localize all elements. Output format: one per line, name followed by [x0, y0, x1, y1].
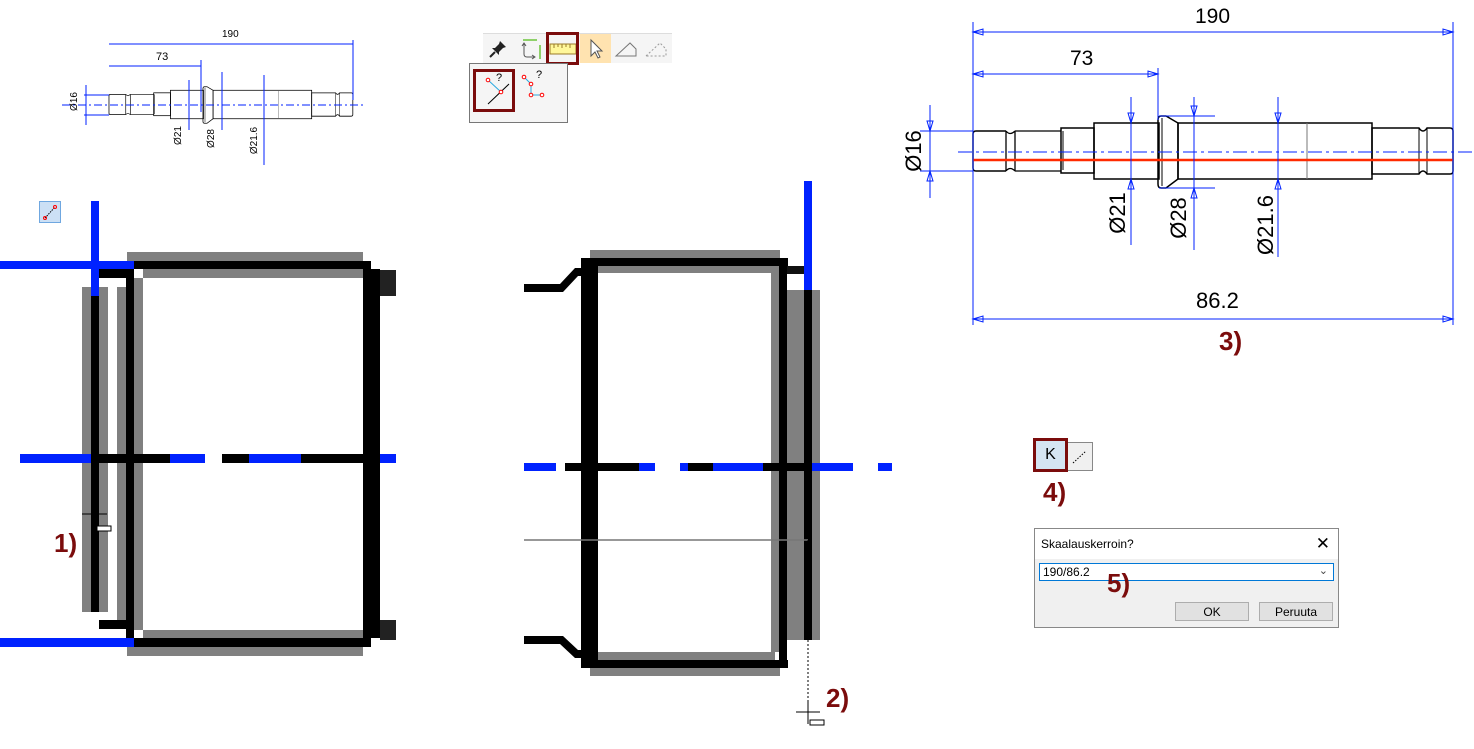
ruler-button[interactable] [546, 32, 579, 65]
scale-factor-dialog: Skaalauskerroin? ✕ 190/86.2 ⌄ OK Peruuta [1034, 528, 1339, 628]
zoomed-section-right [524, 181, 892, 726]
step-label-5: 5) [1107, 568, 1131, 598]
small-dim-d21: Ø21 [172, 126, 184, 145]
dialog-title: Skaalauskerroin? [1041, 537, 1134, 551]
rotate-button[interactable] [513, 34, 546, 63]
large-dim-total: 190 [1195, 5, 1231, 28]
question-mark: ? [536, 69, 543, 81]
close-button[interactable]: ✕ [1315, 534, 1330, 553]
select-button[interactable] [580, 34, 611, 63]
ok-button[interactable]: OK [1175, 602, 1249, 621]
crosshair-cursor-2 [796, 700, 825, 726]
measure-distance-option[interactable]: ? [473, 69, 515, 112]
large-dim-measured: 86.2 [1196, 288, 1239, 313]
scale-factor-combobox[interactable]: 190/86.2 ⌄ [1039, 563, 1334, 581]
small-shaft-drawing [62, 40, 365, 165]
measure-polyline-option[interactable]: ? [518, 69, 558, 112]
small-dim-d216: Ø21.6 [249, 126, 261, 155]
large-shaft-drawing [920, 22, 1474, 325]
scale-factor-value: 190/86.2 [1043, 565, 1090, 579]
dotted-line-button[interactable] [1068, 442, 1093, 471]
pin-button[interactable] [483, 34, 513, 63]
pin-icon [489, 40, 506, 58]
rotate-icon [521, 38, 541, 59]
small-dim-d16: Ø16 [68, 92, 80, 111]
measure-line-icon [43, 205, 57, 220]
small-dim-total: 190 [222, 29, 239, 40]
large-dim-d21: Ø21 [1104, 192, 1130, 234]
point-to-line-icon [485, 77, 510, 105]
dashed-triangle-icon [644, 41, 667, 56]
step-label-3: 3) [1219, 326, 1243, 356]
large-dim-d28: Ø28 [1165, 197, 1191, 239]
small-dim-d28: Ø28 [205, 129, 217, 148]
zoomed-section-left [0, 201, 396, 656]
question-mark: ? [496, 72, 503, 84]
triangle-button[interactable] [611, 34, 640, 63]
crosshair-cursor-1 [82, 502, 112, 532]
dotted-line-icon [1072, 450, 1087, 464]
small-dim-partial: 73 [156, 51, 169, 63]
polyline-icon [521, 74, 545, 98]
chevron-down-icon[interactable]: ⌄ [1318, 565, 1328, 577]
measure-mode-popup: ? ? [469, 63, 568, 123]
large-dim-d216: Ø21.6 [1252, 195, 1278, 255]
scale-k-button[interactable]: K [1033, 438, 1068, 472]
large-dim-d16: Ø16 [900, 130, 926, 172]
toolbar [483, 32, 672, 65]
step-label-1: 1) [54, 528, 78, 558]
step-label-4: 4) [1043, 477, 1067, 507]
cancel-button[interactable]: Peruuta [1259, 602, 1333, 621]
dashed-triangle-button[interactable] [640, 34, 672, 63]
large-dim-partial: 73 [1070, 47, 1094, 70]
step-label-2: 2) [826, 683, 850, 713]
measure-line-tool-button[interactable] [39, 201, 61, 223]
triangle-icon [614, 41, 636, 56]
ruler-icon [549, 43, 576, 54]
cursor-icon [590, 38, 603, 59]
